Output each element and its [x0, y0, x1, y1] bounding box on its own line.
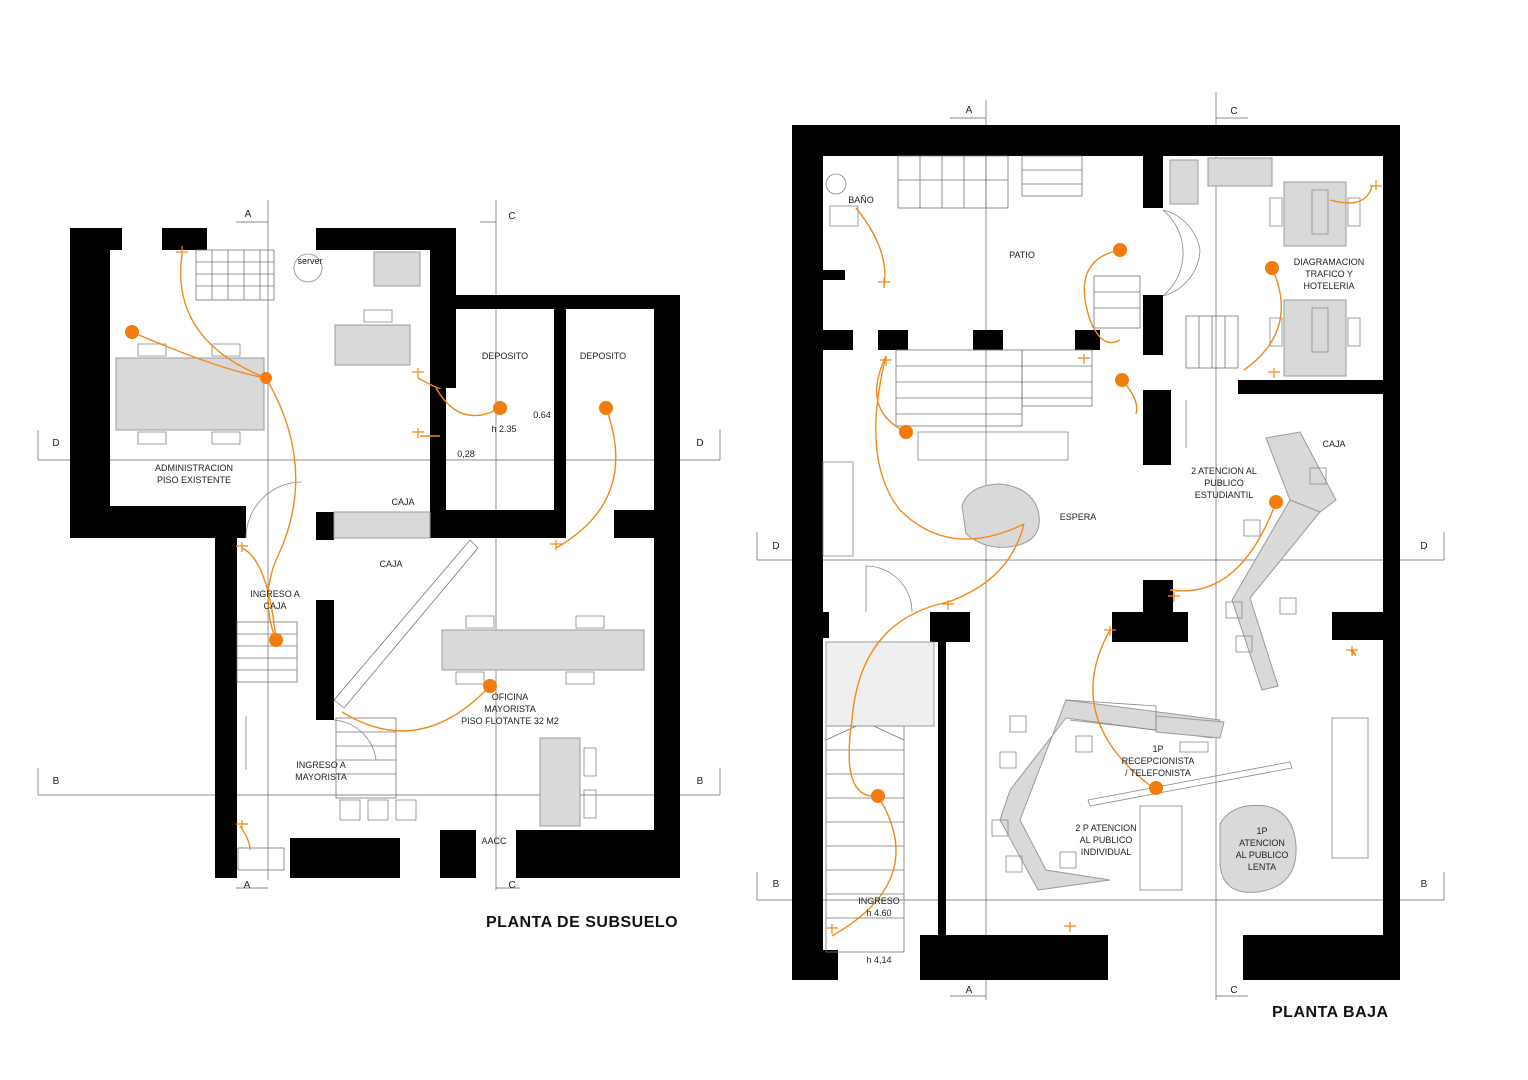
axis-b-left: B [53, 776, 60, 787]
plan-subsuelo: server ADMINISTRACION PISO EXISTENTE DEP… [37, 200, 721, 931]
axis-d-right: D [696, 438, 703, 449]
axis-c-bottom: C [508, 880, 515, 891]
plan-baja: BAÑO PATIO DIAGRAMACION TRAFICO Y HOTELE… [756, 92, 1445, 1021]
axis-b-left-baja: B [773, 879, 780, 890]
axis-b-right: B [697, 776, 704, 787]
subsuelo-switch-symbols [176, 246, 562, 830]
label-espera: ESPERA [1060, 512, 1097, 522]
label-ingreso-mayorista-1: INGRESO A [296, 760, 346, 770]
baja-walls [792, 125, 1400, 980]
axis-b-right-baja: B [1421, 879, 1428, 890]
label-bano: BAÑO [848, 195, 874, 205]
label-patio: PATIO [1009, 250, 1035, 260]
subsuelo-furniture [115, 249, 645, 871]
label-administracion: ADMINISTRACION [155, 463, 233, 473]
label-individual-2: AL PUBLICO [1080, 835, 1133, 845]
label-dim-064: 0.64 [533, 410, 551, 420]
axis-d-left: D [52, 438, 59, 449]
label-lenta-4: LENTA [1248, 862, 1276, 872]
label-deposito-2: DEPOSITO [580, 351, 626, 361]
label-mayorista: MAYORISTA [484, 704, 536, 714]
baja-labels: BAÑO PATIO DIAGRAMACION TRAFICO Y HOTELE… [772, 105, 1427, 1021]
label-piso-flotante: PISO FLOTANTE 32 M2 [461, 716, 559, 726]
axis-d-left-baja: D [772, 541, 779, 552]
baja-switch-symbols [826, 180, 1382, 934]
label-oficina: OFICINA [492, 692, 529, 702]
label-individual-1: 2 P ATENCION [1075, 823, 1136, 833]
label-h235: h 2.35 [491, 424, 516, 434]
label-trafico: TRAFICO Y [1305, 269, 1353, 279]
label-lenta-2: ATENCION [1239, 838, 1285, 848]
label-hoteleria: HOTELERIA [1303, 281, 1354, 291]
axis-a-top: A [245, 209, 252, 220]
baja-wiring [831, 185, 1373, 937]
label-piso-existente: PISO EXISTENTE [157, 475, 231, 485]
label-ingreso: INGRESO [858, 896, 900, 906]
title-subsuelo: PLANTA DE SUBSUELO [486, 914, 678, 931]
title-baja: PLANTA BAJA [1272, 1004, 1389, 1021]
label-aacc: AACC [481, 836, 507, 846]
label-recepcion-1: 1P [1152, 744, 1163, 754]
baja-furniture [822, 155, 1369, 953]
label-h460: h 4.60 [866, 908, 891, 918]
axis-a-bottom-baja: A [966, 985, 973, 996]
axis-a-bottom: A [244, 880, 251, 891]
axis-a-top-baja: A [966, 105, 973, 116]
subsuelo-grid-lines [37, 200, 721, 890]
baja-light-points [871, 243, 1283, 803]
label-dim-028: 0,28 [457, 449, 475, 459]
label-caja-2: CAJA [379, 559, 402, 569]
baja-grid-lines [756, 92, 1445, 1000]
subsuelo-labels: server ADMINISTRACION PISO EXISTENTE DEP… [52, 209, 703, 931]
axis-c-top-baja: C [1230, 106, 1237, 117]
label-individual-3: INDIVIDUAL [1081, 847, 1132, 857]
axis-c-bottom-baja: C [1230, 985, 1237, 996]
label-caja-1: CAJA [391, 497, 414, 507]
label-atencion-estudiantil-1: 2 ATENCION AL [1191, 466, 1257, 476]
label-diagramacion: DIAGRAMACION [1294, 257, 1365, 267]
label-server: server [297, 256, 322, 266]
label-atencion-estudiantil-2: PUBLICO [1204, 478, 1244, 488]
label-recepcion-2: RECEPCIONISTA [1122, 756, 1195, 766]
label-ingreso-caja-1: INGRESO A [250, 589, 300, 599]
label-lenta-3: AL PUBLICO [1236, 850, 1289, 860]
label-h414: h 4,14 [866, 955, 891, 965]
label-lenta-1: 1P [1256, 826, 1267, 836]
label-ingreso-mayorista-2: MAYORISTA [295, 772, 347, 782]
label-deposito-1: DEPOSITO [482, 351, 528, 361]
subsuelo-light-points [125, 325, 613, 693]
label-atencion-estudiantil-3: ESTUDIANTIL [1195, 490, 1254, 500]
axis-c-top: C [508, 211, 515, 222]
axis-d-right-baja: D [1420, 541, 1427, 552]
label-recepcion-3: / TELEFONISTA [1125, 768, 1191, 778]
subsuelo-walls [70, 228, 680, 878]
subsuelo-wiring [131, 253, 617, 851]
label-ingreso-caja-2: CAJA [263, 601, 286, 611]
label-caja-baja: CAJA [1322, 439, 1345, 449]
